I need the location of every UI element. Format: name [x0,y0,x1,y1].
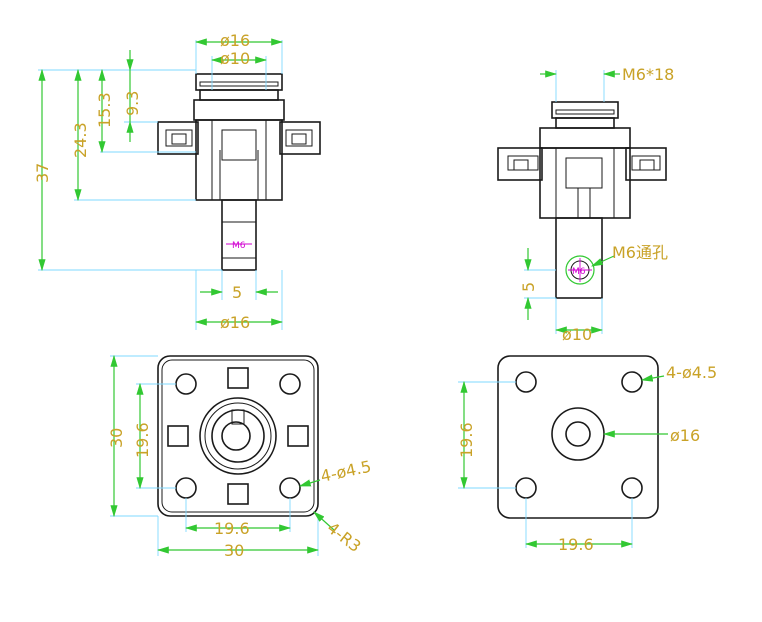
side-bottom-dia: ø10 [562,325,592,344]
front-top-dia-inner: ø10 [220,49,250,68]
top-view: 30 19.6 19.6 30 4-ø4.5 4-R3 [107,354,373,560]
bottom-spacing-vertical: 19.6 [457,422,476,458]
side-hole-callout: M6通孔 [612,243,668,262]
top-size-horizontal: 30 [224,541,244,560]
top-radius-callout: 4-R3 [324,518,365,556]
front-top-dia-outer: ø16 [220,31,250,50]
front-bottom-dia: ø16 [220,313,250,332]
bottom-center-dia: ø16 [670,426,700,445]
front-height-15: 15.3 [95,92,114,128]
bottom-spacing-horizontal: 19.6 [558,535,594,554]
bottom-view: 4-ø4.5 ø16 19.6 19.6 [457,355,717,554]
side-view: M6 M6*18 M6通孔 5 ø10 [497,65,674,344]
front-height-total: 37 [33,163,52,183]
side-hole-mark: M6 [572,267,586,277]
side-height-5: 5 [519,282,538,292]
front-shaft-width: 5 [232,283,242,302]
top-holes-callout: 4-ø4.5 [319,457,373,486]
front-height-9: 9.3 [123,91,142,116]
front-thread-mark: M6 [232,241,246,251]
top-spacing-horizontal: 19.6 [214,519,250,538]
top-size-vertical: 30 [107,428,126,448]
front-view: M6 ø16 ø10 37 24.3 15.3 9.3 5 [33,31,321,332]
top-spacing-vertical: 19.6 [133,422,152,458]
bottom-holes-callout: 4-ø4.5 [666,363,717,382]
front-height-24: 24.3 [71,122,90,158]
side-screw-callout: M6*18 [622,65,674,84]
